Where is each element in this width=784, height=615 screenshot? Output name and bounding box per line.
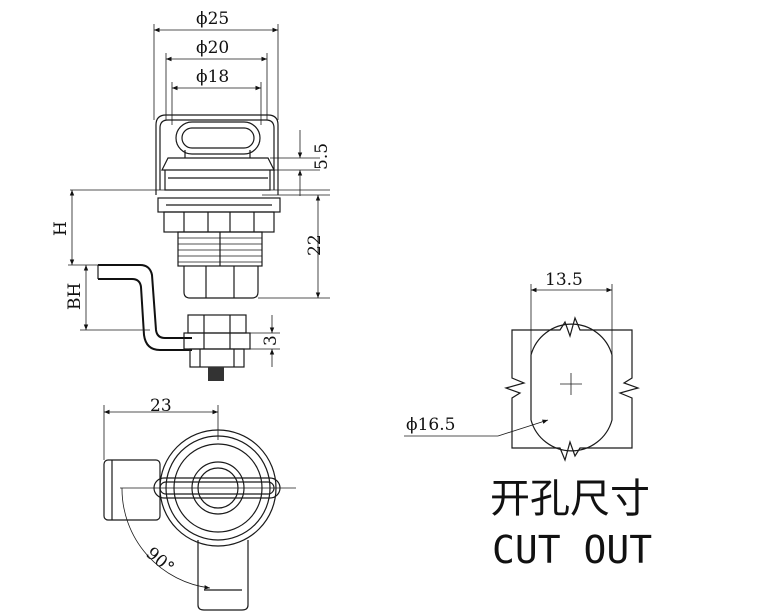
caption-chinese: 开孔尺寸 bbox=[490, 476, 650, 522]
front-view bbox=[103, 405, 296, 611]
dim-bh: BH bbox=[65, 283, 85, 310]
side-view bbox=[68, 24, 330, 381]
dim-90-degree: 90° bbox=[142, 544, 178, 579]
dim-5-5: 5.5 bbox=[312, 143, 332, 170]
dim-22: 22 bbox=[305, 234, 325, 256]
dim-h: H bbox=[51, 221, 71, 236]
caption-english: CUT OUT bbox=[492, 528, 652, 572]
dim-23: 23 bbox=[150, 396, 172, 416]
dim-phi16-5: ϕ16.5 bbox=[406, 415, 455, 435]
dim-phi18: ϕ18 bbox=[196, 67, 229, 87]
dim-3: 3 bbox=[261, 335, 281, 346]
cutout-view bbox=[404, 284, 640, 462]
dim-phi20: ϕ20 bbox=[196, 38, 229, 58]
dim-phi25: ϕ25 bbox=[196, 9, 229, 29]
dim-13-5: 13.5 bbox=[545, 270, 583, 290]
